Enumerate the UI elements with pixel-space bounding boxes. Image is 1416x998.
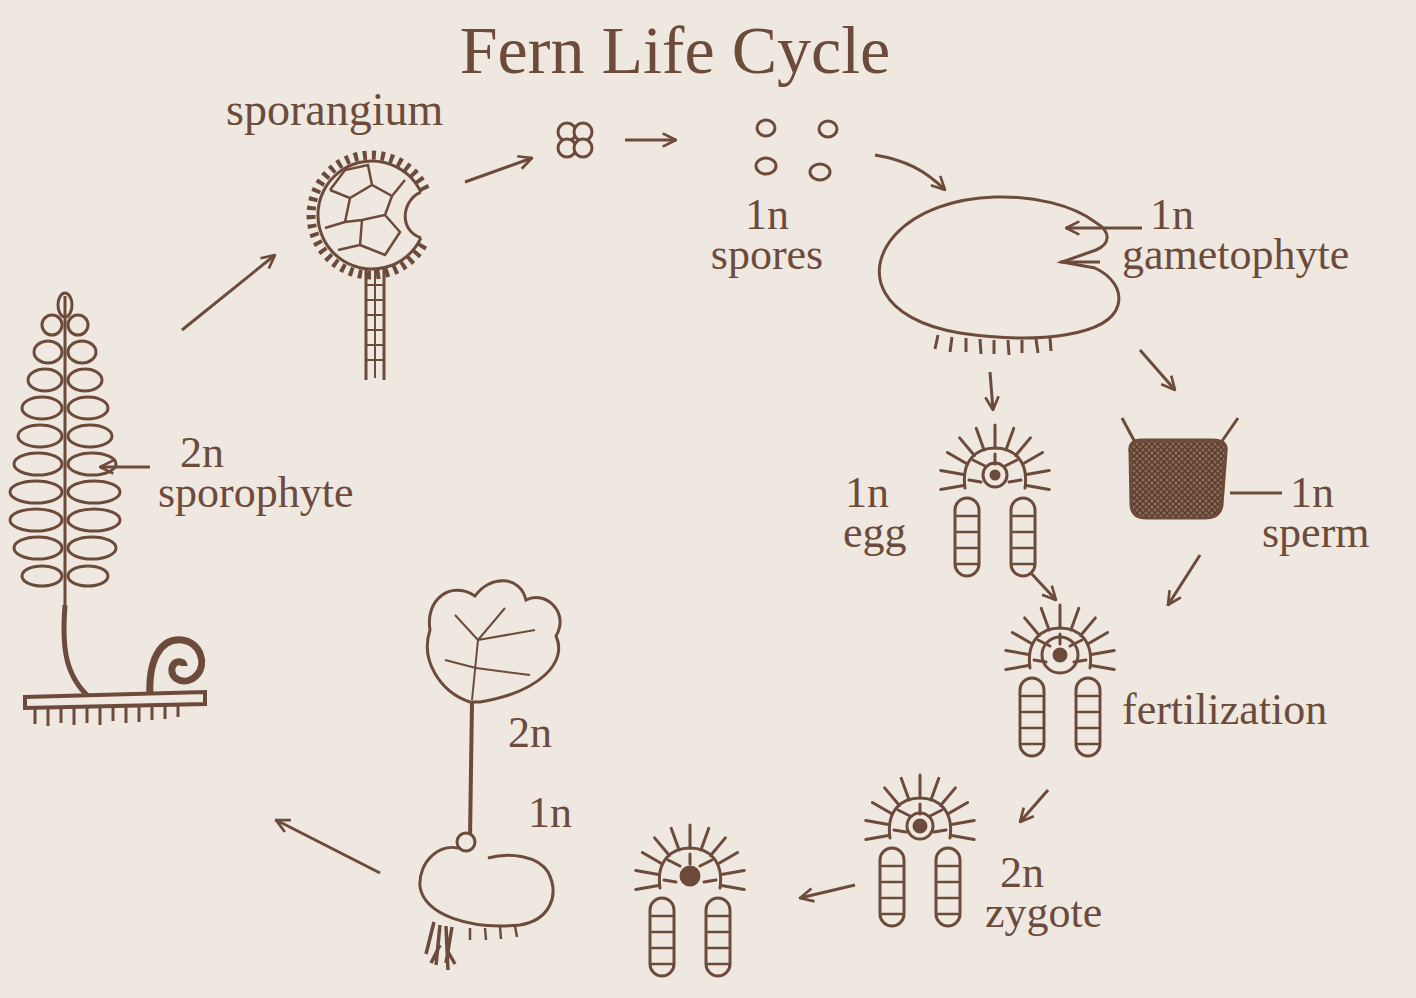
stage-label: 1n egg	[843, 473, 907, 553]
ploidy-label: 2n	[508, 713, 552, 753]
stage-label: 1n gametophyte	[1122, 195, 1349, 275]
diagram-title: Fern Life Cycle	[0, 12, 1350, 88]
cycle-arrows	[182, 140, 1200, 898]
antheridium-drawing	[1122, 418, 1282, 518]
ploidy-label: 1n	[528, 793, 572, 833]
gametophyte-drawing	[879, 197, 1142, 355]
spores-drawing	[558, 120, 837, 180]
stage-label: 1n spores	[711, 195, 823, 275]
stage-label: 1n sperm	[1262, 473, 1370, 553]
structure-label: sporangium	[226, 88, 443, 132]
stage-label: 2n zygote	[985, 853, 1102, 933]
sporangium-drawing	[311, 155, 425, 380]
stage-label: fertilization	[1122, 690, 1327, 730]
archegonia-drawing	[636, 425, 1114, 976]
young-sporophyte-drawing	[420, 581, 560, 970]
stage-label: 2n sporophyte	[158, 433, 354, 513]
